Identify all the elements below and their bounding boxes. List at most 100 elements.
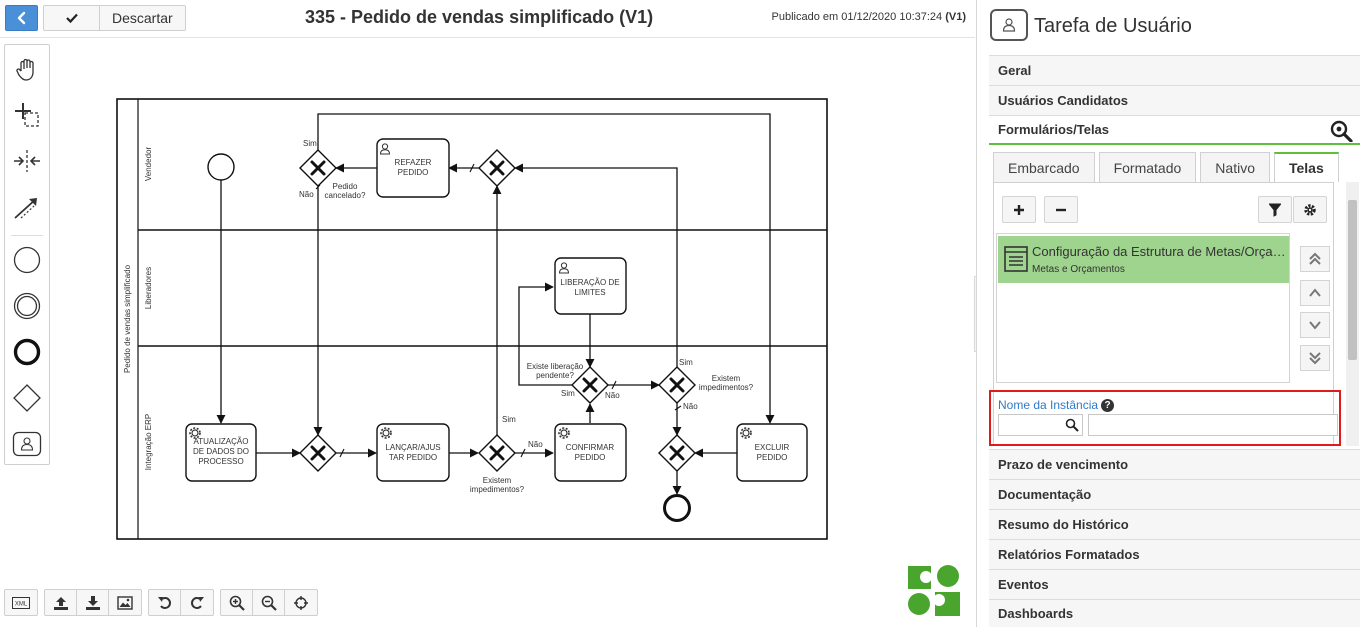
zoom-group — [220, 589, 318, 616]
properties-panel: Tarefa de Usuário Geral Usuários Candida… — [976, 0, 1360, 627]
diagram-canvas[interactable]: Pedido de vendas simplificado Vendedor L… — [55, 39, 975, 584]
end-event[interactable] — [663, 494, 691, 522]
instance-name-input[interactable] — [1088, 414, 1338, 436]
undo-button[interactable] — [149, 590, 181, 615]
section-formularios-telas[interactable]: Formulários/Telas — [989, 115, 1360, 145]
minus-icon — [1056, 208, 1066, 211]
lane-label-liberadores: Liberadores — [144, 267, 153, 309]
back-button[interactable] — [5, 5, 38, 31]
task-atualizacao-dados[interactable]: ATUALIZAÇÃO DE DADOS DO PROCESSO — [185, 423, 257, 482]
section-dashboards[interactable]: Dashboards — [989, 599, 1360, 627]
upload-button[interactable] — [45, 590, 77, 615]
section-documentacao[interactable]: Documentação — [989, 479, 1360, 509]
history-group — [148, 589, 214, 616]
task-label-line: PEDIDO — [757, 453, 788, 462]
zoom-in-button[interactable] — [221, 590, 253, 615]
puzzle-logo-icon — [908, 565, 960, 616]
confirm-button[interactable] — [44, 6, 100, 30]
task-refazer-pedido[interactable]: REFAZER PEDIDO — [376, 138, 450, 198]
task-excluir-pedido[interactable]: EXCLUIR PEDIDO — [736, 423, 808, 482]
center-button[interactable] — [285, 590, 317, 615]
help-icon[interactable]: ? — [1101, 398, 1115, 412]
form-tabs: Embarcado Formatado Nativo Telas — [993, 152, 1339, 182]
gateway-label: pendente? — [536, 371, 574, 380]
space-tool[interactable] — [5, 143, 49, 179]
task-confirmar-pedido[interactable]: CONFIRMAR PEDIDO — [554, 423, 627, 482]
move-down-button[interactable] — [1300, 312, 1330, 338]
hand-icon — [16, 58, 34, 81]
zoom-in-icon — [229, 595, 245, 611]
palette-divider — [11, 235, 43, 236]
scrollbar-thumb[interactable] — [1348, 200, 1357, 360]
tab-formatado[interactable]: Formatado — [1098, 152, 1197, 182]
panel-header: Tarefa de Usuário — [977, 0, 1360, 54]
remove-screen-button[interactable] — [1044, 196, 1078, 223]
gateway-label: cancelado? — [325, 191, 366, 200]
move-bottom-button[interactable] — [1300, 345, 1330, 371]
task-label-line: PROCESSO — [198, 457, 243, 466]
lane-label-integracao: Integração ERP — [144, 414, 153, 470]
task-label-line: DE DADOS DO — [193, 447, 249, 456]
user-task-icon — [12, 431, 42, 457]
gateway-label: impedimentos? — [699, 383, 754, 392]
plus-icon — [1014, 204, 1024, 215]
redo-icon — [191, 596, 204, 609]
published-date: Publicado em 01/12/2020 10:37:24 — [771, 11, 943, 23]
flow-label-nao: Não — [605, 391, 620, 400]
preview-search-icon[interactable] — [1329, 120, 1355, 142]
search-icon[interactable] — [1065, 418, 1079, 432]
section-geral[interactable]: Geral — [989, 55, 1360, 85]
hand-tool[interactable] — [5, 51, 49, 87]
undo-icon — [157, 596, 171, 609]
task-label-line: EXCLUIR — [755, 443, 790, 452]
instance-name-label: Nome da Instância ? — [998, 398, 1115, 412]
panel-scrollbar[interactable] — [1346, 182, 1359, 446]
section-relatorios-formatados[interactable]: Relatórios Formatados — [989, 539, 1360, 569]
instance-name-field-group: Nome da Instância ? — [989, 390, 1341, 446]
user-task-tool[interactable] — [5, 426, 49, 462]
end-event-tool[interactable] — [5, 334, 49, 370]
gateway-tool[interactable] — [5, 380, 49, 416]
download-button[interactable] — [77, 590, 109, 615]
gateway-label: impedimentos? — [470, 485, 525, 494]
section-eventos[interactable]: Eventos — [989, 569, 1360, 599]
task-label-line: LIMITES — [574, 288, 605, 297]
connect-tool[interactable] — [5, 189, 49, 225]
tool-palette — [4, 44, 50, 465]
flow-label-nao: Não — [683, 402, 698, 411]
tab-telas[interactable]: Telas — [1273, 152, 1339, 182]
filter-icon — [1269, 203, 1281, 217]
section-resumo-historico[interactable]: Resumo do Histórico — [989, 509, 1360, 539]
start-event[interactable] — [207, 153, 235, 181]
lane-label-vendedor: Vendedor — [144, 147, 153, 182]
settings-button[interactable] — [1293, 196, 1327, 223]
list-item[interactable]: Configuração da Estrutura de Metas/Orçam… — [998, 236, 1289, 283]
screen-form-icon — [1004, 246, 1028, 272]
tab-embarcado[interactable]: Embarcado — [993, 152, 1095, 182]
section-usuarios-candidatos[interactable]: Usuários Candidatos — [989, 85, 1360, 115]
image-icon — [117, 595, 133, 610]
move-top-button[interactable] — [1300, 246, 1330, 272]
filter-button[interactable] — [1258, 196, 1292, 223]
task-liberacao-limites[interactable]: LIBERAÇÃO DE LIMITES — [554, 257, 627, 315]
lasso-tool[interactable] — [5, 97, 49, 133]
add-screen-button[interactable] — [1002, 196, 1036, 223]
export-image-button[interactable] — [109, 590, 141, 615]
gateway-label: Existe liberação — [527, 362, 584, 371]
section-prazo-vencimento[interactable]: Prazo de vencimento — [989, 449, 1360, 479]
redo-button[interactable] — [181, 590, 213, 615]
double-chevron-up-icon — [1309, 252, 1321, 265]
page-title: 335 - Pedido de vendas simplificado (V1) — [305, 7, 654, 27]
task-lancar-ajustar-pedido[interactable]: LANÇAR/AJUS TAR PEDIDO — [376, 423, 450, 482]
discard-button[interactable]: Descartar — [112, 10, 173, 26]
screens-list[interactable]: Configuração da Estrutura de Metas/Orçam… — [996, 233, 1290, 383]
intermediate-event-tool[interactable] — [5, 288, 49, 324]
xml-button[interactable]: XML — [5, 590, 37, 615]
tab-nativo[interactable]: Nativo — [1200, 152, 1270, 182]
zoom-out-button[interactable] — [253, 590, 285, 615]
start-event-tool[interactable] — [5, 242, 49, 278]
gear-icon — [1304, 203, 1316, 216]
move-up-button[interactable] — [1300, 280, 1330, 306]
instance-name-search-field[interactable] — [998, 414, 1083, 436]
